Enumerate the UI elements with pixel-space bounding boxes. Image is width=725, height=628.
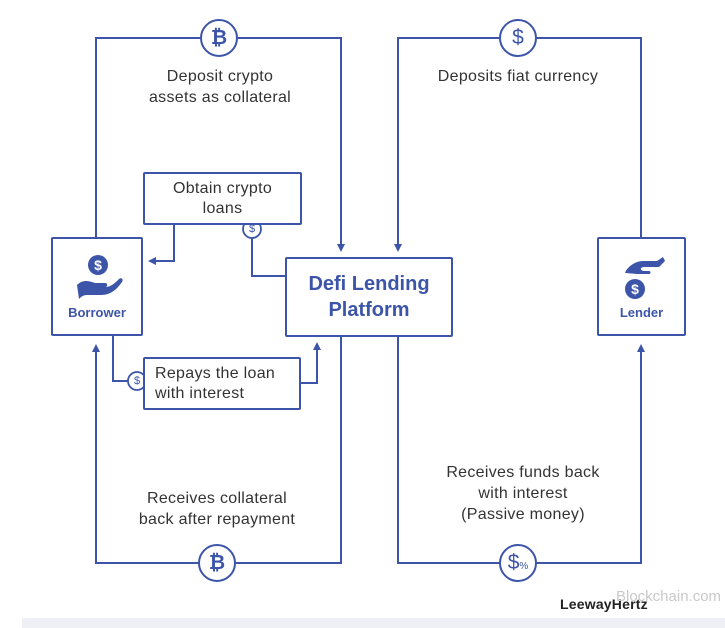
hand-dollar-icon: $ <box>625 257 665 299</box>
dollar-icon: $ <box>512 26 524 49</box>
watermark: Blockchain.com <box>616 588 722 605</box>
platform-title-line1: Defi Lending <box>308 273 430 295</box>
deposit-fiat-label: Deposits fiat currency <box>412 66 624 87</box>
repay-loan-box: Repays the loan with interest <box>143 357 301 410</box>
borrower-to-repay-line <box>112 335 128 382</box>
bitcoin-badge-bottom <box>198 544 236 582</box>
label-line: Repays the loan <box>155 365 276 382</box>
label-line: Receives collateral <box>147 490 287 507</box>
obtain-loans-text: Obtain crypto loans <box>145 179 300 219</box>
brand-logo: LeewayHertz <box>560 596 648 612</box>
label-line: assets as collateral <box>148 89 292 106</box>
funds-return-arrow <box>397 337 645 564</box>
bitcoin-badge-top <box>200 19 238 57</box>
collateral-back-label: Receives collateral back after repayment <box>112 488 322 530</box>
label-line: loans <box>202 200 243 217</box>
label-line: with interest <box>155 385 245 402</box>
borrower-label: Borrower <box>68 305 126 320</box>
obtain-loans-box: Obtain crypto loans <box>143 172 302 225</box>
dollar-percent-icon: $% <box>500 549 536 581</box>
label-line: Deposit crypto <box>166 68 274 85</box>
svg-text:$: $ <box>94 257 102 273</box>
svg-text:$: $ <box>631 281 639 297</box>
dollar-glyph: $ <box>507 551 520 574</box>
dollar-percent-badge <box>499 544 537 582</box>
funds-back-label: Receives funds back with interest (Passi… <box>418 462 628 525</box>
platform-title-line2: Platform <box>328 299 410 321</box>
label-line: Deposits fiat currency <box>437 68 599 85</box>
lender-label: Lender <box>619 305 664 320</box>
percent-glyph: % <box>519 561 529 572</box>
repay-to-platform-arrow <box>300 342 321 384</box>
label-line: back after repayment <box>138 511 296 528</box>
platform-to-loans-line <box>251 232 286 277</box>
dollar-icon: $ <box>248 223 256 235</box>
label-line: (Passive money) <box>461 506 585 523</box>
label-line: with interest <box>478 485 568 502</box>
borrower-box: $ Borrower <box>51 237 143 336</box>
defi-lending-platform-box: Defi Lending Platform <box>285 257 453 337</box>
repay-loan-text: Repays the loan with interest <box>155 364 275 404</box>
obtain-loans-arrow <box>148 224 175 265</box>
label-line: Receives funds back <box>446 464 600 481</box>
dollar-icon: $ <box>133 375 141 387</box>
hand-dollar-icon: $ <box>77 255 123 299</box>
deposit-crypto-label: Deposit crypto assets as collateral <box>120 66 320 108</box>
lender-box: $ Lender <box>597 237 686 336</box>
bitcoin-icon: ₿ <box>210 27 228 49</box>
bitcoin-icon: ₿ <box>208 552 226 574</box>
footer-bar <box>22 618 725 628</box>
label-line: Obtain crypto <box>172 180 273 197</box>
dollar-badge-top <box>499 19 537 57</box>
